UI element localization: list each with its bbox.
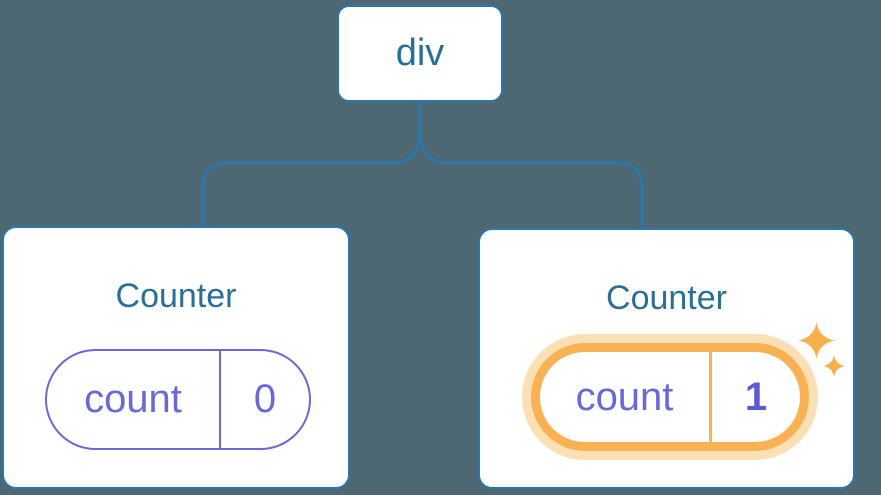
sparkles-icon [798,322,835,359]
pill-divider [709,352,712,442]
sparkles-icon [823,355,845,377]
state-name-label: count [575,374,674,419]
pill-divider [219,351,221,448]
tree-node-counter-second: Counter count 1 [478,228,855,489]
state-value: 0 [253,377,277,421]
component-title: Counter [115,277,237,315]
div-node-label: div [395,32,445,74]
connector-left-branch [201,100,422,227]
connector-right-branch [418,100,644,229]
state-pill: count 0 [45,349,311,450]
tree-node-counter-first: Counter count 0 [2,226,350,489]
component-title: Counter [606,279,727,317]
state-name-label: count [84,377,182,421]
state-pill-highlighted: count 1 [531,343,809,451]
state-value: 1 [744,374,768,419]
tree-node-div: div [337,5,503,102]
